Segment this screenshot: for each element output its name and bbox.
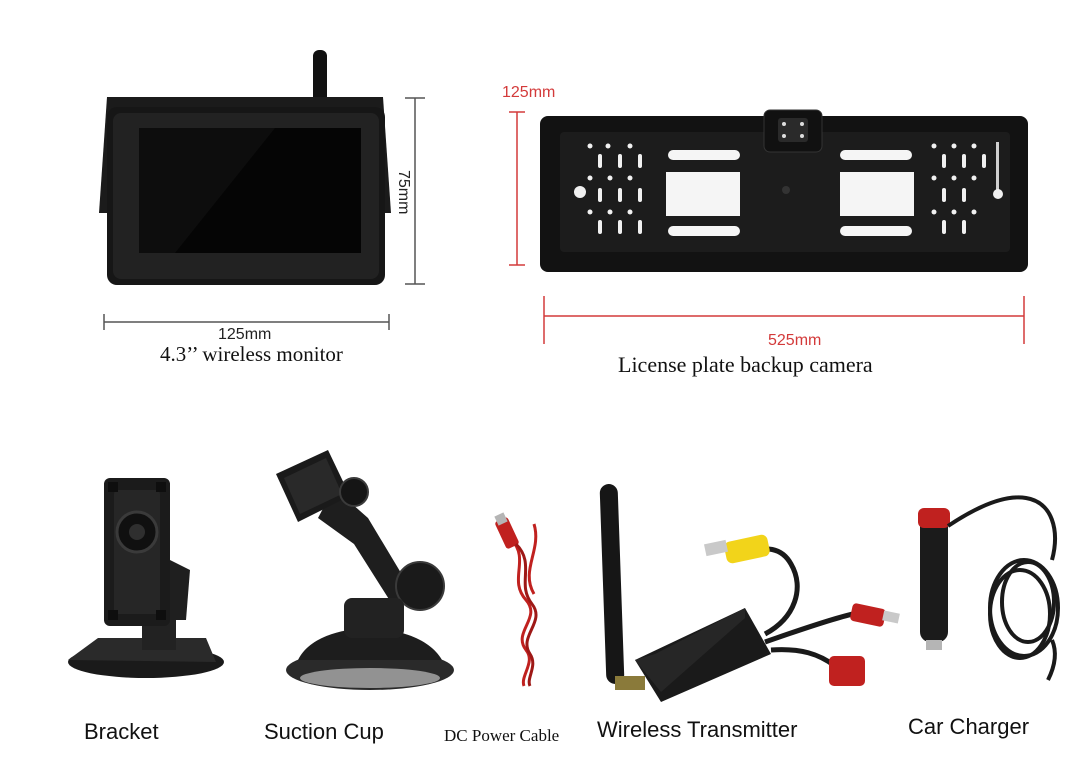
camera-width-label: 525mm: [768, 332, 822, 349]
bracket-product: [58, 470, 224, 685]
wireless-transmitter-product: [595, 478, 915, 708]
dc-power-cable-image: [494, 512, 538, 687]
monitor-caption: 4.3’’ wireless monitor: [160, 342, 343, 366]
bracket-label: Bracket: [84, 719, 159, 744]
dc-power-cable-label: DC Power Cable: [444, 726, 560, 745]
suction-cup-image: [276, 450, 454, 690]
suction-cup-label: Suction Cup: [264, 719, 384, 744]
monitor-height-label: 75mm: [395, 170, 412, 215]
license-plate-camera-image: [540, 109, 1028, 272]
camera-height-label: 125mm: [502, 84, 556, 101]
camera-width-dimension: [543, 296, 1025, 344]
wireless-transmitter-image: [599, 484, 900, 702]
car-charger-label: Car Charger: [908, 714, 1030, 739]
monitor-height-dimension: [405, 97, 425, 285]
car-charger-image: [918, 495, 1060, 681]
monitor-product: [95, 45, 395, 285]
camera-product: [538, 108, 1030, 274]
monitor-width-label: 125mm: [218, 326, 272, 343]
camera-caption: License plate backup camera: [618, 352, 873, 377]
wireless-transmitter-label: Wireless Transmitter: [597, 717, 798, 742]
bracket-image: [68, 478, 224, 678]
monitor-image: [99, 50, 391, 285]
monitor-width-dimension: [103, 314, 390, 330]
car-charger-product: [902, 490, 1067, 690]
dc-power-cable-product: [490, 510, 560, 690]
camera-height-dimension: [509, 111, 525, 266]
suction-cup-product: [258, 448, 458, 698]
